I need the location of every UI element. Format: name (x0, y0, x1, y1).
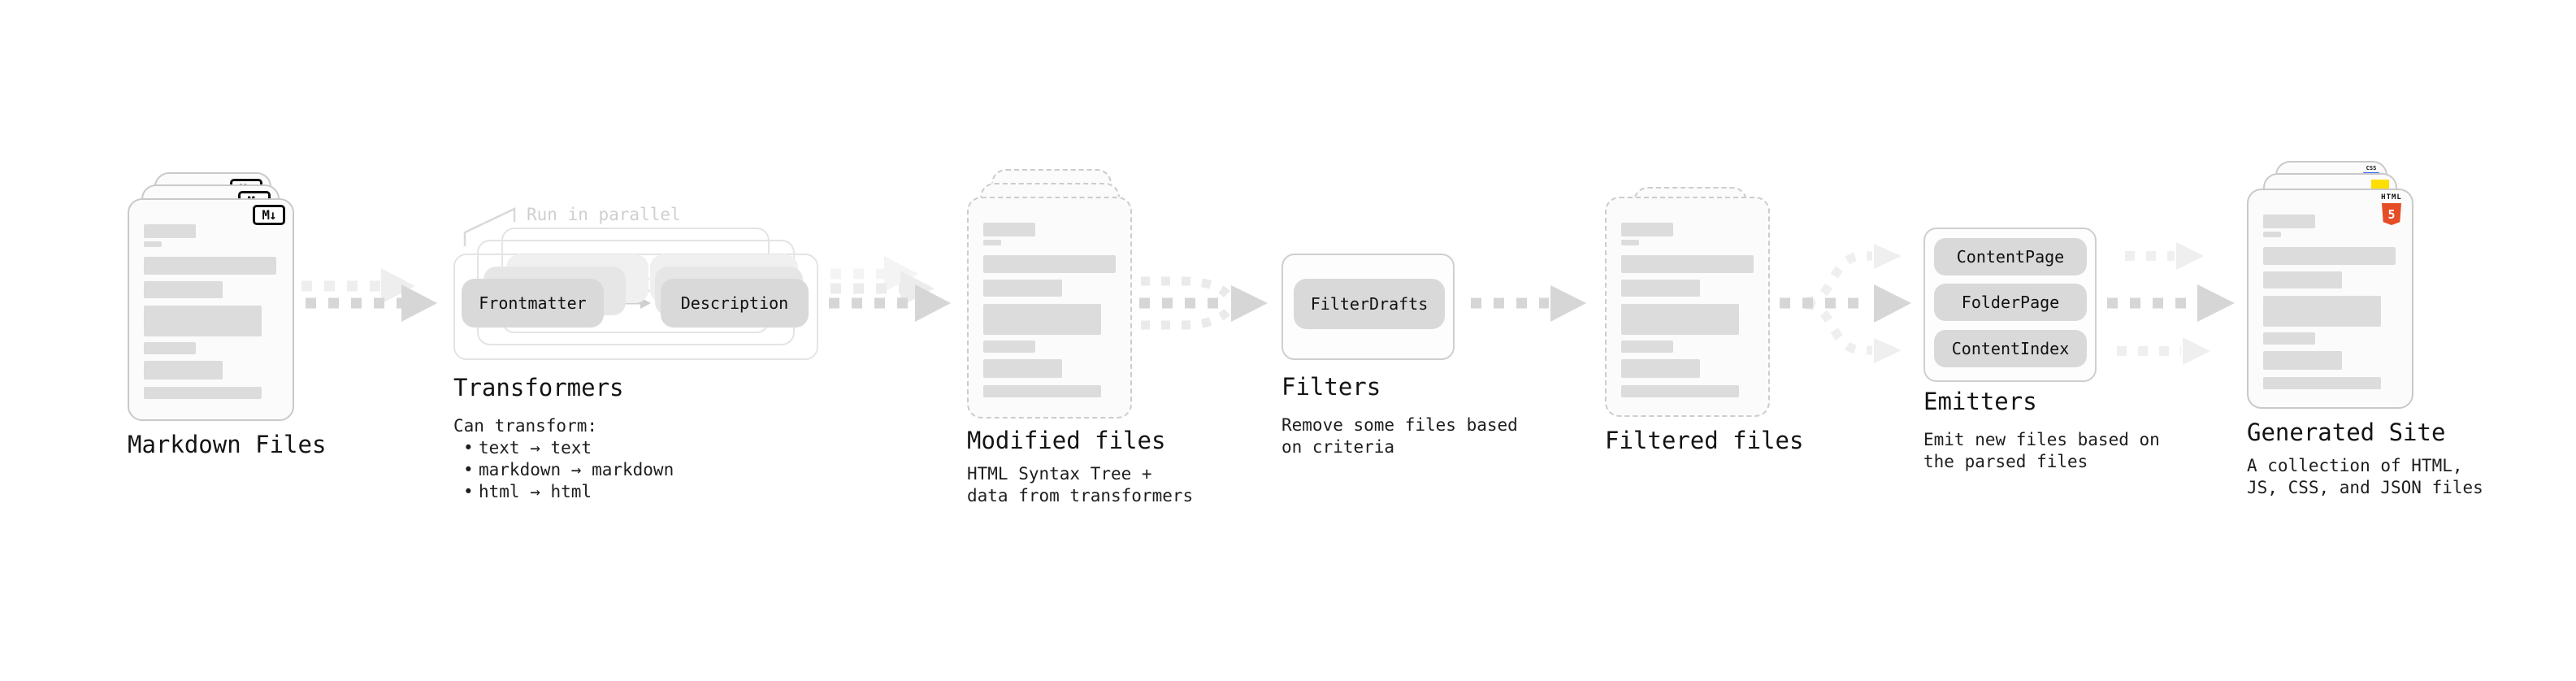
arrow-emitters-to-site (2107, 242, 2235, 365)
modified-files-desc: HTML Syntax Tree + data from transformer… (967, 464, 1194, 505)
transform-bullet: •text → text (463, 438, 592, 458)
transform-bullet: • html → html (463, 482, 592, 501)
html5-icon-number: 5 (2387, 206, 2396, 222)
bullet-dot: • (463, 482, 474, 501)
folderpage-plugin-chip: FolderPage (1934, 284, 2087, 321)
modified-files-label: Modified files (967, 427, 1166, 454)
contentpage-plugin-chip: ContentPage (1934, 238, 2087, 275)
arrow-filters-to-filtered (1471, 285, 1586, 322)
transformers-label: Transformers (453, 374, 624, 401)
contentindex-plugin-chip: ContentIndex (1934, 330, 2087, 367)
doc-text-lines (1621, 223, 1768, 415)
markdown-icon: M↓ (253, 205, 285, 225)
html5-icon: HTML 5 (2381, 194, 2402, 225)
transform-bullet: • markdown → markdown (463, 460, 674, 479)
generated-site-desc: A collection of HTML, JS, CSS, and JSON … (2247, 456, 2483, 497)
bullet-text: html → html (479, 482, 592, 501)
html5-icon-word: HTML (2381, 193, 2402, 202)
run-in-parallel-note: Run in parallel (527, 205, 681, 224)
filterdrafts-plugin-chip: FilterDrafts (1294, 279, 1445, 329)
arrow-filtered-to-emitters (1780, 244, 1911, 363)
filtered-files-label: Filtered files (1605, 427, 1804, 454)
filtered-file-card-front (1605, 197, 1770, 417)
filters-desc: Remove some files based on criteria (1281, 415, 1518, 457)
generated-site-label: Generated Site (2247, 419, 2446, 446)
css-icon-label: CSS (2366, 165, 2377, 171)
run-in-parallel-leader-line (463, 207, 516, 246)
emitters-label: Emitters (1923, 388, 2037, 415)
doc-text-lines (983, 223, 1130, 417)
modified-file-card-front (967, 197, 1132, 419)
bullet-text: text → text (479, 438, 592, 458)
markdown-files-label: Markdown Files (128, 431, 327, 458)
arrow-transformers-to-modified (829, 256, 951, 322)
transformers-desc-title: Can transform: (453, 416, 598, 436)
filters-label: Filters (1281, 373, 1381, 401)
arrow-markdown-to-transformers (301, 268, 437, 322)
html5-icon-shield: 5 (2382, 203, 2401, 225)
bullet-dot: • (463, 438, 474, 458)
site-file-card-html: HTML 5 (2247, 189, 2413, 409)
bullet-dot: • (463, 460, 474, 479)
doc-text-lines (144, 224, 293, 419)
description-plugin-chip: Description (661, 279, 809, 327)
emitters-desc: Emit new files based on the parsed files (1923, 430, 2160, 471)
frontmatter-plugin-chip: Frontmatter (462, 279, 604, 327)
markdown-file-card-front: M↓ (128, 198, 294, 421)
bullet-text: markdown → markdown (479, 460, 674, 479)
doc-text-lines (2263, 215, 2412, 407)
arrow-modified-to-filters (1139, 276, 1268, 330)
